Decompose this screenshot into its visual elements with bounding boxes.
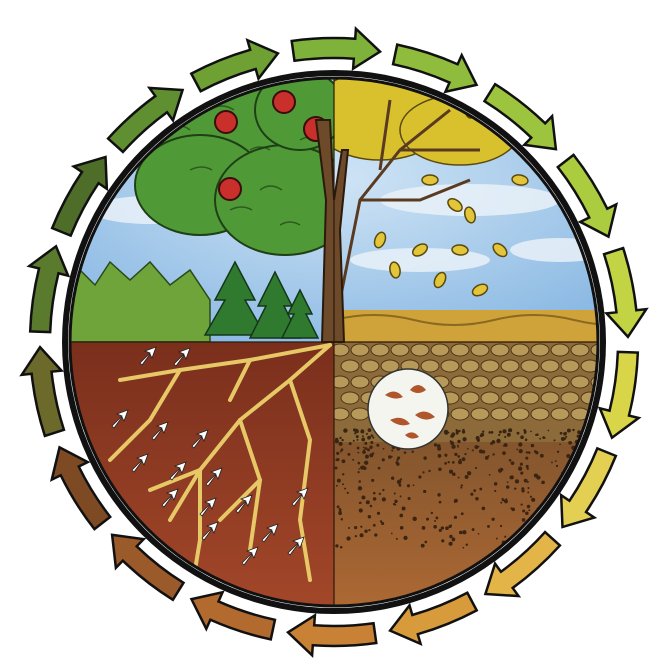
cycle-arrow-icon [288, 615, 376, 655]
cycle-arrow-icon [292, 29, 380, 69]
leaf [422, 175, 438, 185]
soil-magnifier-circle-icon [368, 369, 448, 449]
cycle-arrow-icon [29, 246, 68, 332]
cycle-arrow-icon [604, 248, 646, 337]
leaf [452, 244, 469, 255]
cycle-arrow-icon [22, 347, 64, 436]
cycle-arrow-icon [600, 352, 639, 438]
